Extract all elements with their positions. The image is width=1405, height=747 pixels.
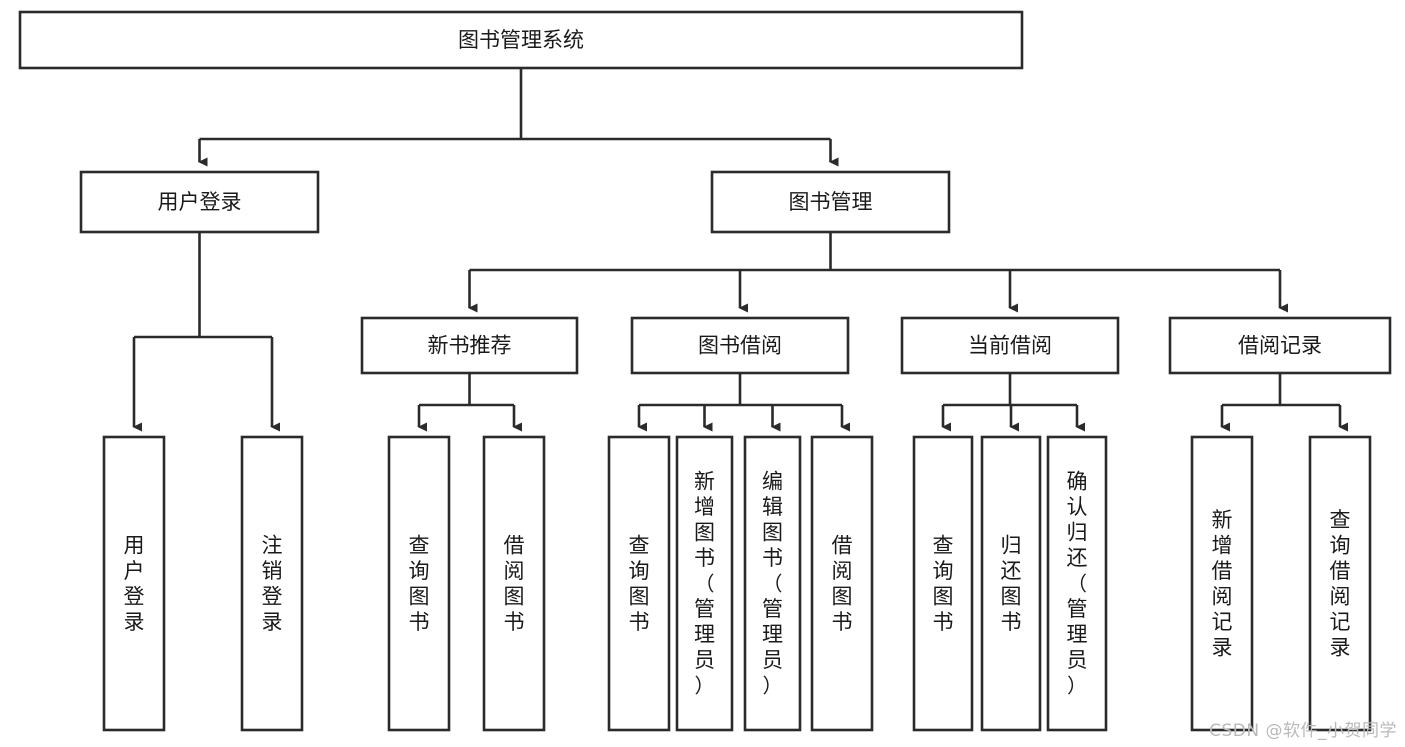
node-label: 确认归还（管理员） [1067, 470, 1088, 698]
node-label: 查询借阅记录 [1330, 508, 1351, 660]
node-label: 查询图书 [933, 533, 954, 634]
node-leaf_5[interactable]: 新增图书（管理员） [675, 435, 734, 732]
node-l2_3[interactable]: 借阅记录 [1168, 316, 1392, 375]
node-box [240, 435, 304, 732]
node-leaf_4[interactable]: 查询图书 [607, 435, 671, 732]
node-leaf_11[interactable]: 新增借阅记录 [1190, 435, 1254, 732]
node-l2_2[interactable]: 当前借阅 [900, 316, 1120, 375]
node-label: 用户登录 [158, 190, 242, 214]
node-box [360, 316, 579, 375]
node-box [743, 435, 802, 732]
node-leaf_2[interactable]: 查询图书 [387, 435, 451, 732]
node-l1_0[interactable]: 用户登录 [79, 170, 320, 234]
node-label: 借阅记录 [1238, 334, 1322, 358]
node-box [630, 316, 850, 375]
node-box [900, 316, 1120, 375]
node-layer: 图书管理系统用户登录图书管理新书推荐图书借阅当前借阅借阅记录用户登录注销登录查询… [18, 10, 1392, 732]
node-box [607, 435, 671, 732]
node-label: 注销登录 [262, 533, 283, 634]
connector-layer [132, 68, 1349, 432]
node-leaf_1[interactable]: 注销登录 [240, 435, 304, 732]
node-box [675, 435, 734, 732]
node-label: 查询图书 [409, 533, 430, 634]
node-box [18, 10, 1024, 70]
node-box [710, 170, 951, 234]
node-label: 用户登录 [124, 533, 145, 634]
node-box [79, 170, 320, 234]
node-box [1168, 316, 1392, 375]
node-label: 借阅图书 [832, 533, 853, 634]
node-label: 新书推荐 [428, 334, 512, 358]
node-label: 查询图书 [629, 533, 650, 634]
node-box [102, 435, 166, 732]
node-l1_1[interactable]: 图书管理 [710, 170, 951, 234]
node-label: 图书管理系统 [458, 28, 584, 52]
node-leaf_10[interactable]: 确认归还（管理员） [1046, 435, 1108, 732]
node-leaf_3[interactable]: 借阅图书 [482, 435, 546, 732]
node-root[interactable]: 图书管理系统 [18, 10, 1024, 70]
node-box [387, 435, 451, 732]
node-box [1190, 435, 1254, 732]
node-label: 当前借阅 [968, 334, 1052, 358]
node-l2_0[interactable]: 新书推荐 [360, 316, 579, 375]
node-leaf_7[interactable]: 借阅图书 [810, 435, 874, 732]
node-leaf_9[interactable]: 归还图书 [980, 435, 1042, 732]
node-leaf_0[interactable]: 用户登录 [102, 435, 166, 732]
node-label: 新增借阅记录 [1212, 508, 1233, 660]
node-label: 新增图书（管理员） [694, 470, 715, 698]
node-leaf_6[interactable]: 编辑图书（管理员） [743, 435, 802, 732]
node-box [810, 435, 874, 732]
node-leaf_8[interactable]: 查询图书 [912, 435, 974, 732]
node-label: 编辑图书（管理员） [762, 470, 783, 698]
node-leaf_12[interactable]: 查询借阅记录 [1308, 435, 1372, 732]
node-box [482, 435, 546, 732]
node-label: 归还图书 [1001, 533, 1022, 634]
node-box [1046, 435, 1108, 732]
node-box [1308, 435, 1372, 732]
node-label: 借阅图书 [504, 533, 525, 634]
node-l2_1[interactable]: 图书借阅 [630, 316, 850, 375]
node-label: 图书借阅 [698, 334, 782, 358]
node-label: 图书管理 [789, 190, 873, 214]
node-box [980, 435, 1042, 732]
node-box [912, 435, 974, 732]
